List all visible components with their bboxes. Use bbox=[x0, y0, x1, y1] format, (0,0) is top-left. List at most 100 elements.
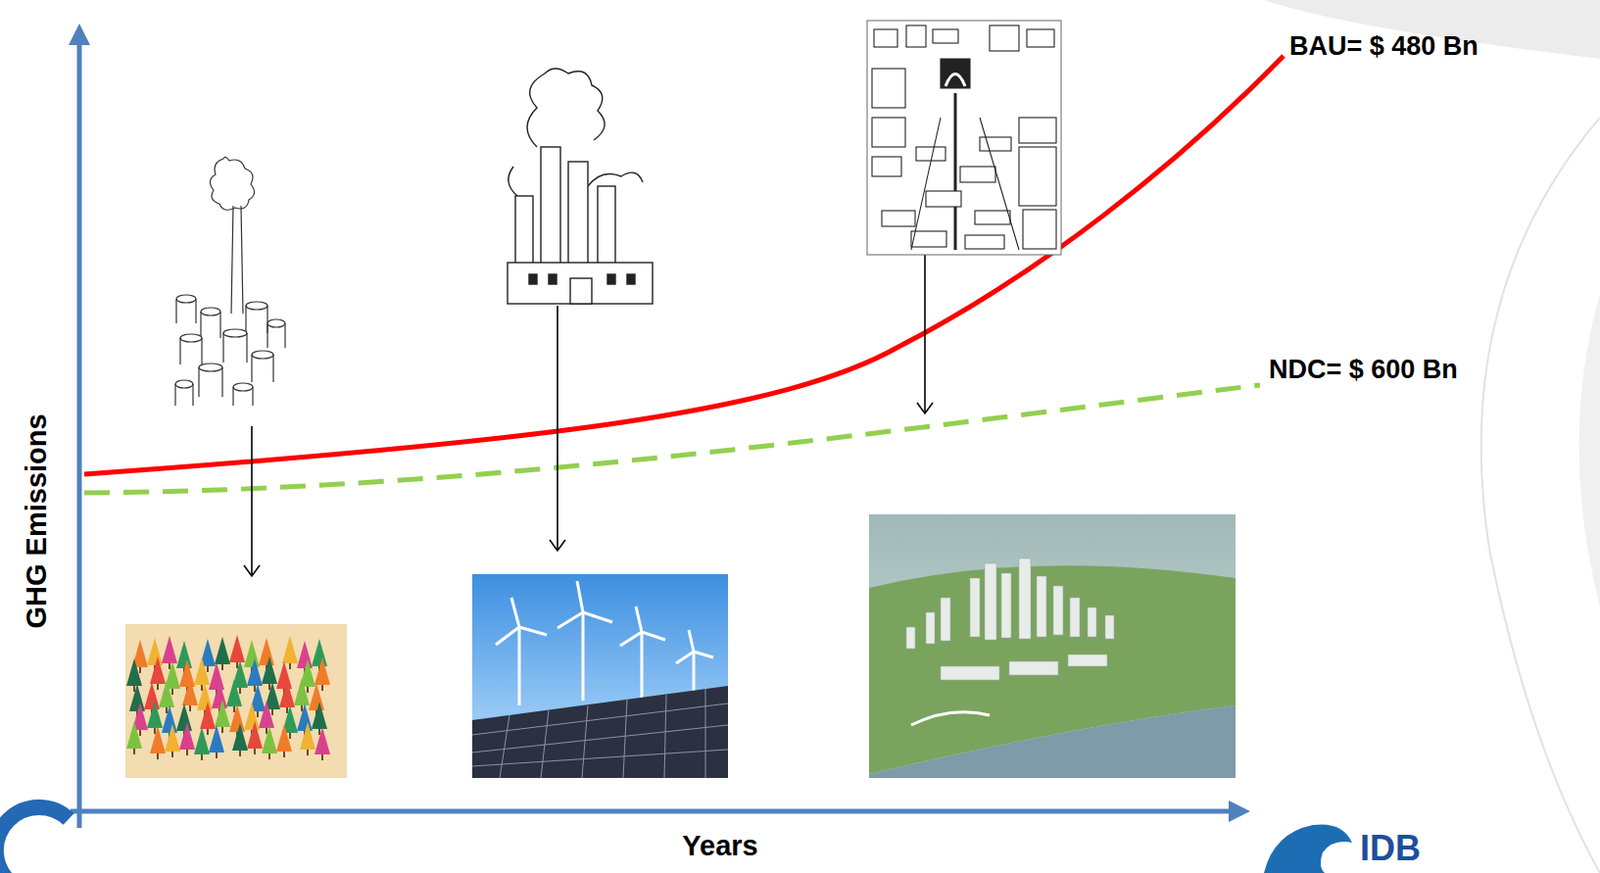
tree-shape bbox=[261, 656, 278, 684]
tree-shape bbox=[276, 724, 292, 752]
tree-shape bbox=[296, 640, 313, 669]
tree-trunk bbox=[318, 728, 321, 735]
tree-shape bbox=[149, 726, 166, 754]
tree-shape bbox=[149, 656, 166, 684]
tree-trunk bbox=[306, 749, 309, 756]
wind-solar-picture bbox=[472, 574, 728, 778]
bau-curve bbox=[84, 55, 1284, 475]
tree-shape bbox=[208, 725, 225, 753]
background-sweep bbox=[1579, 293, 1600, 608]
tree-shape bbox=[179, 659, 195, 687]
tree-shape bbox=[296, 703, 313, 731]
tree-shape bbox=[126, 658, 143, 686]
tree-trunk bbox=[236, 662, 239, 669]
axis-arrowhead bbox=[1228, 800, 1251, 823]
tree-trunk bbox=[156, 683, 159, 690]
tree-trunk bbox=[300, 705, 303, 712]
tree-trunk bbox=[253, 685, 256, 692]
tree-shape bbox=[176, 640, 193, 669]
tree-shape bbox=[193, 657, 210, 685]
tree-shape bbox=[126, 721, 143, 749]
ndc-label: NDC= $ 600 Bn bbox=[1268, 355, 1458, 386]
tree-shape bbox=[193, 727, 210, 755]
tree-shape bbox=[243, 702, 260, 730]
tree-shape bbox=[261, 726, 278, 754]
tree-shape bbox=[246, 658, 263, 686]
tree-trunk bbox=[286, 707, 289, 714]
tree-trunk bbox=[265, 727, 268, 734]
tree-shape bbox=[161, 705, 178, 733]
tree-trunk bbox=[221, 727, 224, 733]
sprawl-sketch bbox=[867, 20, 1062, 255]
axis-title: Years bbox=[681, 830, 758, 863]
tree-trunk bbox=[253, 748, 256, 755]
tree-trunk bbox=[186, 749, 189, 756]
tree-shape bbox=[246, 721, 263, 749]
tree-trunk bbox=[153, 727, 156, 734]
tree-trunk bbox=[200, 754, 203, 761]
tree-shape bbox=[146, 700, 163, 728]
tree-shape bbox=[314, 657, 331, 685]
tree-trunk bbox=[139, 729, 142, 736]
tree-shape bbox=[258, 700, 275, 728]
tree-shape bbox=[208, 662, 225, 690]
leader-arrows bbox=[243, 254, 933, 577]
deforestation-sketch bbox=[175, 156, 286, 406]
tree-shape bbox=[311, 701, 328, 729]
tree-shape bbox=[176, 703, 193, 731]
y-axis bbox=[77, 39, 83, 828]
tree-shape bbox=[129, 683, 146, 712]
tree-trunk bbox=[256, 711, 259, 718]
tree-shape bbox=[146, 637, 163, 666]
tree-trunk bbox=[283, 751, 286, 758]
axis-title: GHG Emissions bbox=[21, 413, 53, 629]
tree-shape bbox=[211, 680, 228, 709]
bau-label: BAU= $ 480 Bn bbox=[1289, 32, 1479, 62]
tree-trunk bbox=[268, 753, 271, 760]
tree-shape bbox=[308, 682, 325, 711]
background-arc bbox=[1481, 117, 1600, 873]
tree-shape bbox=[258, 637, 275, 666]
tree-trunk bbox=[133, 685, 136, 692]
tree-trunk bbox=[221, 664, 224, 671]
tree-trunk bbox=[233, 706, 236, 713]
tree-shape bbox=[293, 678, 310, 706]
tree-shape bbox=[161, 635, 178, 664]
green-city-picture bbox=[869, 514, 1236, 778]
tree-shape bbox=[199, 701, 216, 729]
tree-shape bbox=[243, 639, 260, 668]
tree-shape bbox=[226, 678, 243, 707]
tree-trunk bbox=[321, 684, 324, 691]
tree-shape bbox=[158, 679, 175, 708]
tree-shape bbox=[282, 635, 298, 664]
tree-shape bbox=[232, 723, 248, 751]
tree-trunk bbox=[133, 748, 136, 755]
tree-trunk bbox=[168, 663, 171, 670]
tree-trunk bbox=[321, 754, 324, 761]
tree-shape bbox=[229, 634, 245, 663]
tree-trunk bbox=[289, 663, 291, 670]
tree-trunk bbox=[200, 684, 203, 691]
tree-shape bbox=[299, 722, 316, 750]
tree-trunk bbox=[165, 707, 168, 714]
tree-shape bbox=[196, 682, 213, 711]
tree-shape bbox=[314, 727, 331, 755]
logo-text: IDB bbox=[1359, 828, 1421, 869]
factory-sketch bbox=[507, 68, 653, 304]
tree-trunk bbox=[206, 666, 209, 673]
tree-shape bbox=[214, 636, 231, 665]
tree-trunk bbox=[271, 709, 274, 716]
ndc-curve bbox=[84, 385, 1261, 493]
logo-fragment bbox=[0, 807, 69, 873]
axis-arrowhead bbox=[68, 23, 91, 46]
tree-trunk bbox=[206, 728, 209, 735]
tree-shape bbox=[164, 724, 181, 752]
tree-trunk bbox=[189, 705, 192, 712]
tree-trunk bbox=[306, 686, 309, 693]
tree-shape bbox=[144, 681, 160, 710]
tree-trunk bbox=[239, 750, 242, 757]
tree-trunk bbox=[171, 751, 174, 758]
tree-trunk bbox=[156, 753, 159, 760]
tree-trunk bbox=[268, 683, 271, 690]
tree-trunk bbox=[139, 667, 142, 674]
